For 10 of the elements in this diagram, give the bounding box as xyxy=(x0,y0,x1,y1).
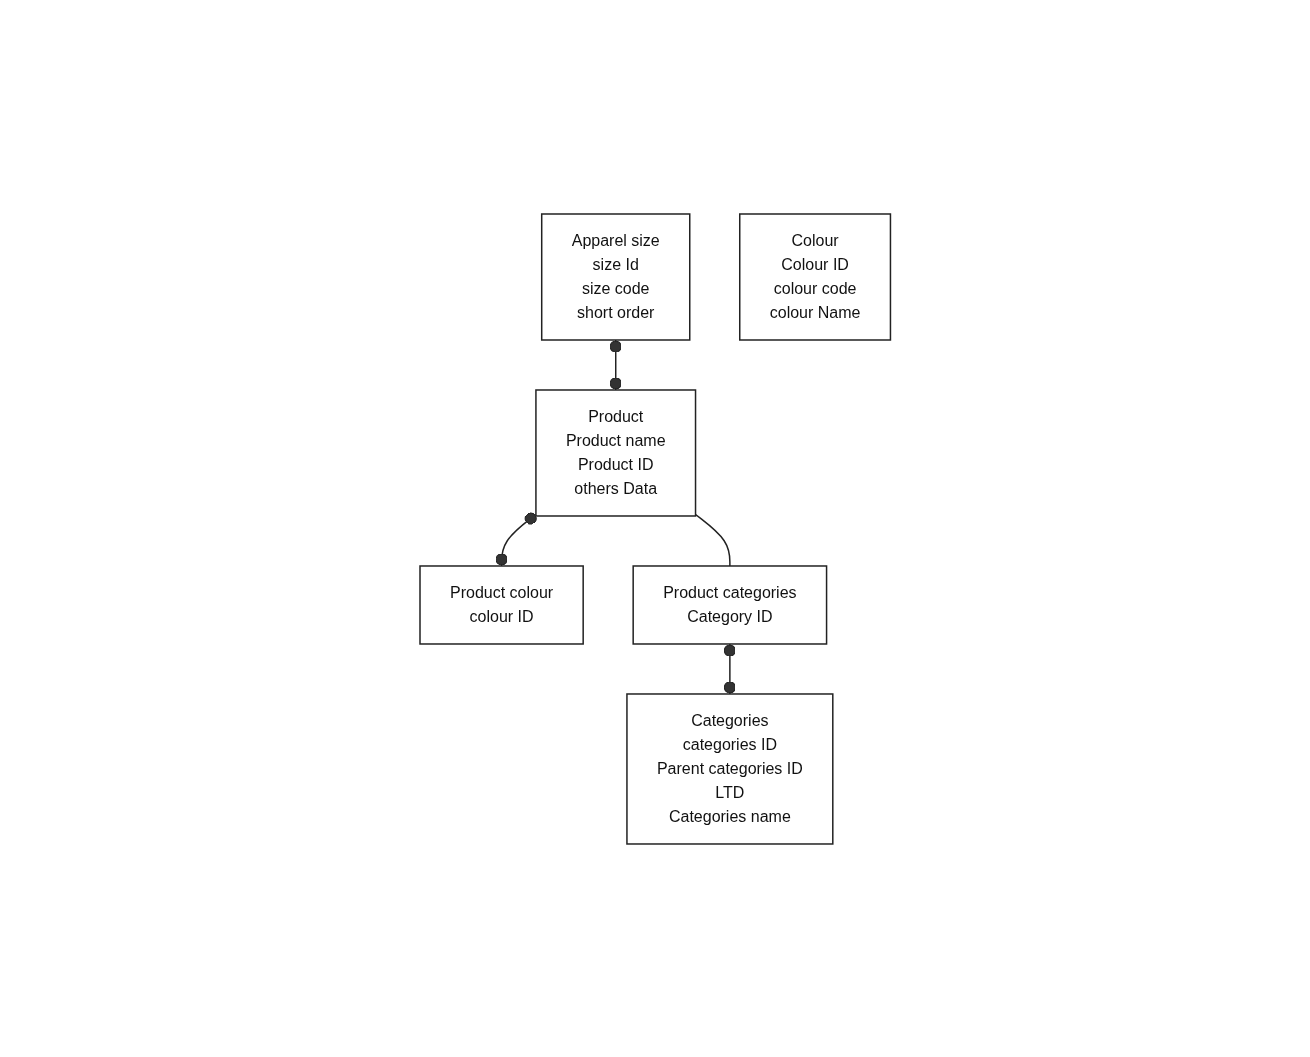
node-box: Colour Colour ID colour code colour Name xyxy=(738,212,891,341)
node-box: Product categories Category ID xyxy=(632,564,828,645)
connector xyxy=(694,513,731,567)
connector xyxy=(495,512,537,567)
node-box: Categories categories ID Parent categories ID LTD Categories name xyxy=(625,692,834,845)
connector xyxy=(609,338,622,391)
node-box: Apparel size size Id size code short order xyxy=(540,212,691,341)
node-box: Product colour colour ID xyxy=(419,564,584,645)
connector xyxy=(723,642,736,695)
node-box: Product Product name Product ID others Data xyxy=(534,388,697,517)
